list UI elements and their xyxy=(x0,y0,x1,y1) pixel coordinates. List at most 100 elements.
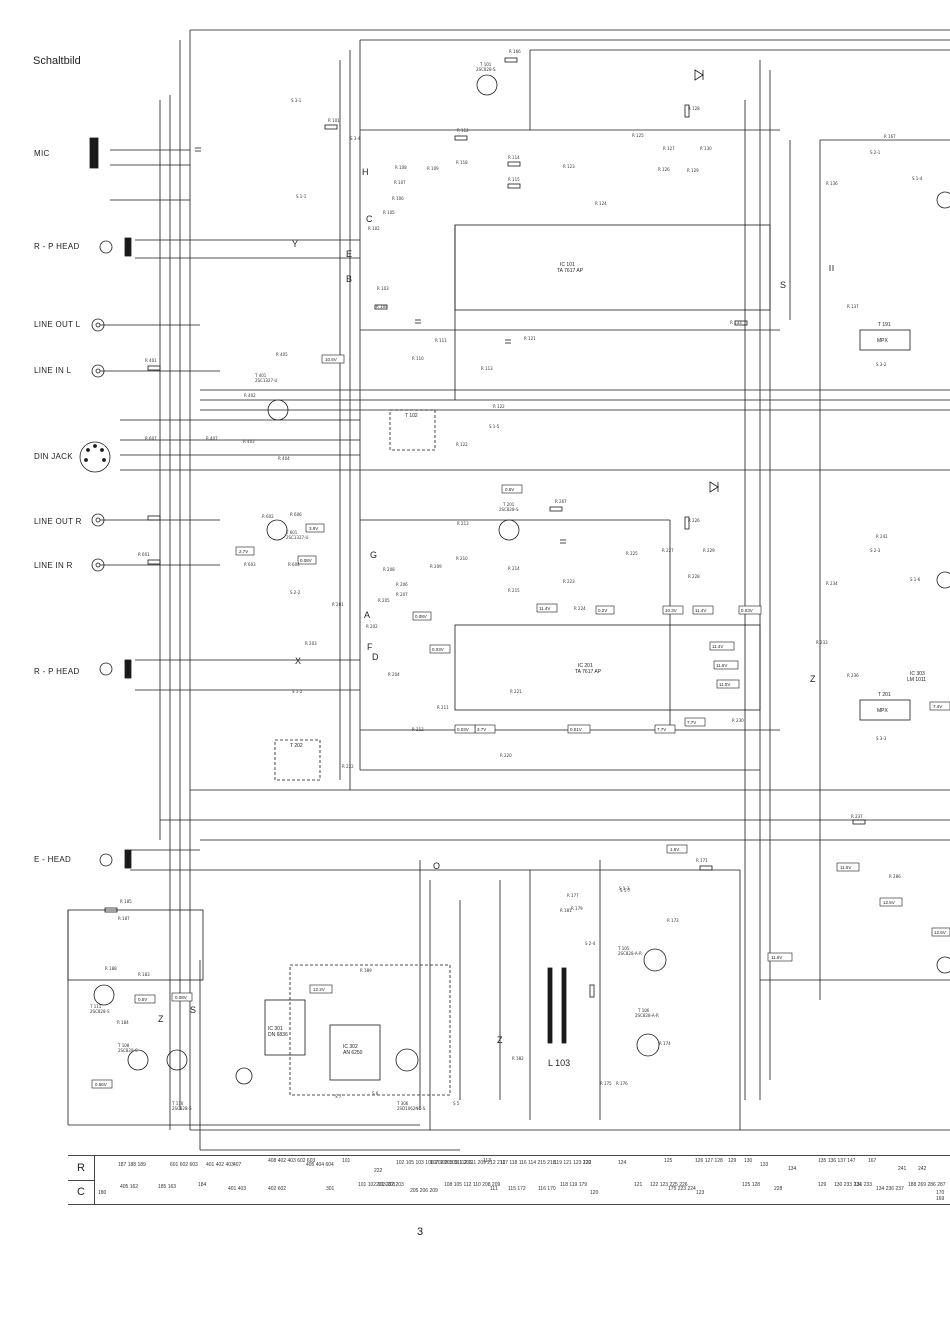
resistor-label: R 127 xyxy=(663,146,675,151)
voltage-label: 0.08V xyxy=(175,995,187,1000)
resistor-label: R 607 xyxy=(145,436,157,441)
transistor-part: 2SC828-A-R xyxy=(618,951,642,956)
voltage-label: 7.7V xyxy=(687,720,696,725)
resistor-label: R 404 xyxy=(278,456,290,461)
switch-label: S 7 xyxy=(335,1094,342,1099)
resistor-label: R 229 xyxy=(703,548,715,553)
resistor-label: R 167 xyxy=(884,134,896,139)
table-cell: 401 402 403 xyxy=(206,1162,234,1168)
coil202-label: T 202 xyxy=(290,743,303,749)
din-jack-label: DIN JACK xyxy=(34,452,73,461)
transistor-ref: T 110 xyxy=(171,1101,184,1106)
switch-label: S 3-2 xyxy=(876,362,887,367)
resistor-label: R 112 xyxy=(457,128,469,133)
resistor-label: R 174 xyxy=(659,1041,671,1046)
node-letter: A xyxy=(364,610,370,620)
resistor-label: R 173 xyxy=(667,918,679,923)
resistor-label: R 106 xyxy=(392,196,404,201)
page-number: 3 xyxy=(417,1226,424,1238)
transistor-ref: T 108 xyxy=(117,1043,130,1048)
table-cell: 135 136 137 147 xyxy=(818,1158,856,1164)
table-cell: 242 xyxy=(918,1166,927,1172)
voltage-label: 10.3V xyxy=(665,608,677,613)
resistor-label: R 113 xyxy=(481,366,493,371)
resistor-label: R 111 xyxy=(435,338,447,343)
resistor-label: R 126 xyxy=(658,167,670,172)
node-letter: Y xyxy=(292,239,298,249)
resistor-label: R 118 xyxy=(456,160,468,165)
table-cell: 134 236 237 xyxy=(876,1186,904,1192)
table-cell: 122 xyxy=(583,1160,592,1166)
table-cell: 120 xyxy=(590,1190,599,1196)
node-letter: Z xyxy=(497,1035,503,1045)
node-letter: B xyxy=(346,274,352,284)
node-letter: F xyxy=(367,642,373,652)
voltage-label: 11.6V xyxy=(771,955,782,960)
table-cell: 184 xyxy=(198,1182,207,1188)
ic302-ref: IC 302 xyxy=(343,1044,358,1050)
resistor-label: R 402 xyxy=(244,393,256,398)
transistor-part: 2SC1327-U xyxy=(286,535,309,540)
table-row-r: 187 188 189 601 602 603 401 402 403 407 … xyxy=(98,1156,950,1180)
transistor-ref: T 106 xyxy=(637,1008,650,1013)
transistor-part: 2SC828-S xyxy=(118,1048,138,1053)
table-row-c-label: C xyxy=(68,1180,95,1204)
resistor-label: R 115 xyxy=(508,177,520,182)
resistor-label: R 184 xyxy=(117,1020,129,1025)
transistor-part: 2SC1327-U xyxy=(255,378,278,383)
voltage-label: 3.7V xyxy=(477,727,486,732)
resistor-label: R 182 xyxy=(512,1056,524,1061)
table-cell: 125 xyxy=(664,1158,673,1164)
ic303-ref: IC 303 xyxy=(910,671,925,677)
voltage-label: 3.9V xyxy=(309,526,318,531)
resistor-label: R 226 xyxy=(688,518,700,523)
resistor-label: R 103 xyxy=(377,286,389,291)
ic101-ref: IC 101 xyxy=(560,262,575,268)
ic303-part: LM 1011 xyxy=(907,677,926,683)
transistor-ref: T 105 xyxy=(617,946,630,951)
voltage-label: 0.2V xyxy=(598,608,607,613)
voltage-label: 11.4V xyxy=(712,644,723,649)
resistor-label: R 188 xyxy=(105,966,117,971)
resistor-label: R 207 xyxy=(396,592,408,597)
ic302-part: AN 6250 xyxy=(343,1050,363,1056)
resistor-label: R 214 xyxy=(508,566,520,571)
resistor-label: R 602 xyxy=(262,514,274,519)
mpx2-label: MPX xyxy=(877,708,889,714)
switch-label: S 6 xyxy=(372,1091,379,1096)
voltage-label: 0.5V xyxy=(138,997,147,1002)
transistor-part: 2SC828-S xyxy=(90,1009,110,1014)
switch-label: S 2-2 xyxy=(290,590,301,595)
rp-head-2-label: R - P HEAD xyxy=(34,667,80,676)
table-cell: 188 269 286 287 xyxy=(908,1182,946,1188)
transistor-ref: T 111 xyxy=(89,1004,102,1009)
switch-label: S 1-5 xyxy=(489,424,500,429)
resistor-label: R 606 xyxy=(290,512,302,517)
voltage-label: 0.03V xyxy=(741,608,753,613)
voltage-label: 11.4V xyxy=(539,606,550,611)
resistor-label: R 223 xyxy=(563,579,575,584)
node-letter: E xyxy=(346,249,352,259)
resistor-label: R 267 xyxy=(555,499,567,504)
resistor-label: R 233 xyxy=(816,640,828,645)
resistor-label: R 407 xyxy=(206,436,218,441)
resistor-label: R 175 xyxy=(600,1081,612,1086)
transistor-ref: T 306 xyxy=(396,1101,409,1106)
resistor-label: R 212 xyxy=(412,727,424,732)
mic-label: MIC xyxy=(34,149,50,158)
table-cell: 201 202 203 xyxy=(376,1182,404,1188)
table-cell: 107 108 109 112 111 209 212 213 xyxy=(430,1160,506,1166)
resistor-label: R 129 xyxy=(687,168,699,173)
table-cell: 102 105 103 106 202 205 311 206 xyxy=(396,1160,473,1166)
resistor-label: R 137 xyxy=(847,304,859,309)
voltage-label: 11.5V xyxy=(840,865,851,870)
line-out-l-label: LINE OUT L xyxy=(34,320,81,329)
table-cell: 187 188 189 xyxy=(118,1162,146,1168)
switch-label: S 3-4 xyxy=(350,136,361,141)
voltage-label: 10.5V xyxy=(325,357,337,362)
resistor-label: R 123 xyxy=(563,164,575,169)
l103-label: L 103 xyxy=(548,1058,570,1068)
table-cell: 175 223 224 xyxy=(668,1186,696,1192)
resistor-label: R 236 xyxy=(847,673,859,678)
switch-label: S 1-3 xyxy=(619,886,630,891)
